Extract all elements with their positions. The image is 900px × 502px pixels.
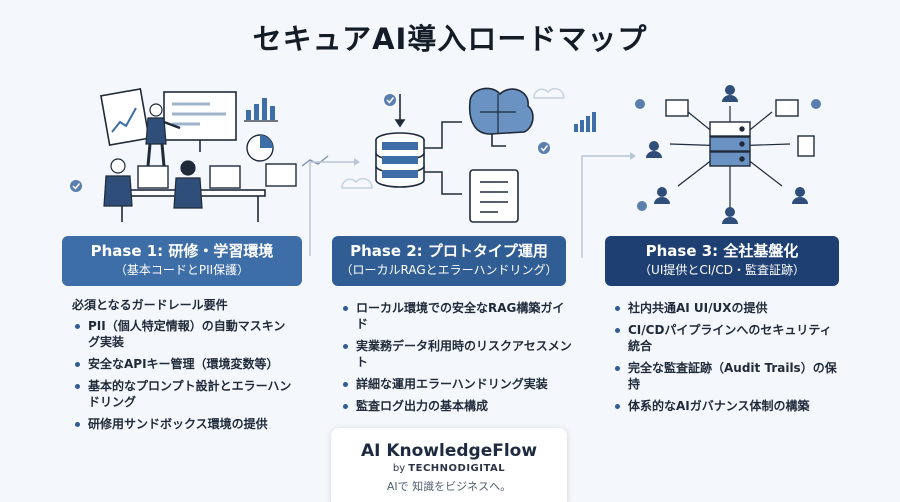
phase-3-subtitle: （UI提供とCI/CD・監査証跡） (639, 263, 805, 277)
phase-2-list: ローカル環境での安全なRAG構築ガイド 実業務データ利用時のリスクアセスメント … (340, 300, 572, 420)
connector-arrow-1 (301, 155, 360, 256)
flow-arrows (424, 121, 462, 195)
phase-2-box: Phase 2: プロトタイプ運用 （ローカルRAGとエラーハンドリング） (332, 236, 566, 286)
list-item: 基本的なプロンプト設計とエラーハンドリング (72, 378, 297, 410)
bar-chart-icon (574, 112, 596, 132)
monitor-icon (665, 99, 815, 157)
list-item: 安全なAPIキー管理（環境変数等） (72, 356, 297, 372)
presentation-screen-icon (163, 91, 237, 152)
trend-icon (301, 155, 329, 167)
document-icon (469, 169, 519, 223)
laptop-icon (137, 163, 297, 189)
list-item: 監査ログ出力の基本構成 (340, 398, 572, 414)
brand-name: AI KnowledgeFlow (360, 441, 538, 461)
brand-by-prefix: by (392, 463, 406, 474)
brand-byline: by TECHNODIGITAL (331, 463, 567, 474)
list-item: 詳細な運用エラーハンドリング実装 (340, 376, 572, 392)
phase-1-list: 必須となるガードレール要件 PII（個人特定情報）の自動マスキング実装 安全なA… (72, 297, 297, 438)
list-item: 研修用サンドボックス環境の提供 (72, 416, 297, 432)
database-icon (375, 94, 425, 188)
list-item: CI/CDパイプラインへのセキュリティ統合 (612, 322, 837, 354)
check-icon (384, 94, 396, 106)
brand-company: TECHNODIGITAL (408, 463, 506, 474)
brand-tagline: AIで 知識をビジネスへ。 (386, 480, 512, 493)
brain-icon (468, 87, 534, 147)
platform-illustration (635, 85, 821, 224)
server-icon (709, 121, 751, 167)
phase-1-title: Phase 1: 研修・学習環境 (90, 242, 274, 260)
phase-3-box: Phase 3: 全社基盤化 （UI提供とCI/CD・監査証跡） (605, 236, 839, 286)
list-item: ローカル環境での安全なRAG構築ガイド (340, 300, 572, 332)
page-title: セキュアAI導入ロードマップ (252, 22, 648, 56)
phase-2-subtitle: （ローカルRAGとエラーハンドリング） (340, 263, 558, 277)
chart-board-icon (100, 87, 150, 147)
check-icon (635, 99, 821, 211)
phase-1-heading: 必須となるガードレール要件 (72, 298, 228, 312)
student-icon (103, 158, 203, 209)
phase-2-title: Phase 2: プロトタイプ運用 (350, 242, 548, 260)
rag-illustration (341, 87, 565, 223)
pie-chart-icon (246, 134, 274, 162)
phase-1-subtitle: （基本コードとPII保護） (114, 263, 250, 277)
phase-3-list: 社内共通AI UI/UXの提供 CI/CDパイプラインへのセキュリティ統合 完全… (612, 300, 837, 420)
list-item: 社内共通AI UI/UXの提供 (612, 300, 837, 316)
check-icon (538, 142, 550, 154)
connector-arrow-2 (574, 112, 636, 258)
phase-3-title: Phase 3: 全社基盤化 (645, 242, 799, 260)
list-item: PII（個人特定情報）の自動マスキング実装 (72, 318, 297, 350)
list-item: 実業務データ利用時のリスクアセスメント (340, 338, 572, 370)
bar-chart-icon (244, 98, 278, 122)
phase-1-box: Phase 1: 研修・学習環境 （基本コードとPII保護） (62, 236, 302, 286)
check-icon (70, 180, 82, 192)
list-item: 体系的なAIガバナンス体制の構築 (612, 398, 837, 414)
cloud-icon (341, 88, 565, 189)
brand-card: AI KnowledgeFlow by TECHNODIGITAL AIで 知識… (331, 428, 567, 502)
user-icon (646, 85, 808, 224)
training-illustration (70, 87, 297, 222)
list-item: 完全な監査証跡（Audit Trails）の保持 (612, 360, 837, 392)
presenter-icon (145, 103, 181, 167)
